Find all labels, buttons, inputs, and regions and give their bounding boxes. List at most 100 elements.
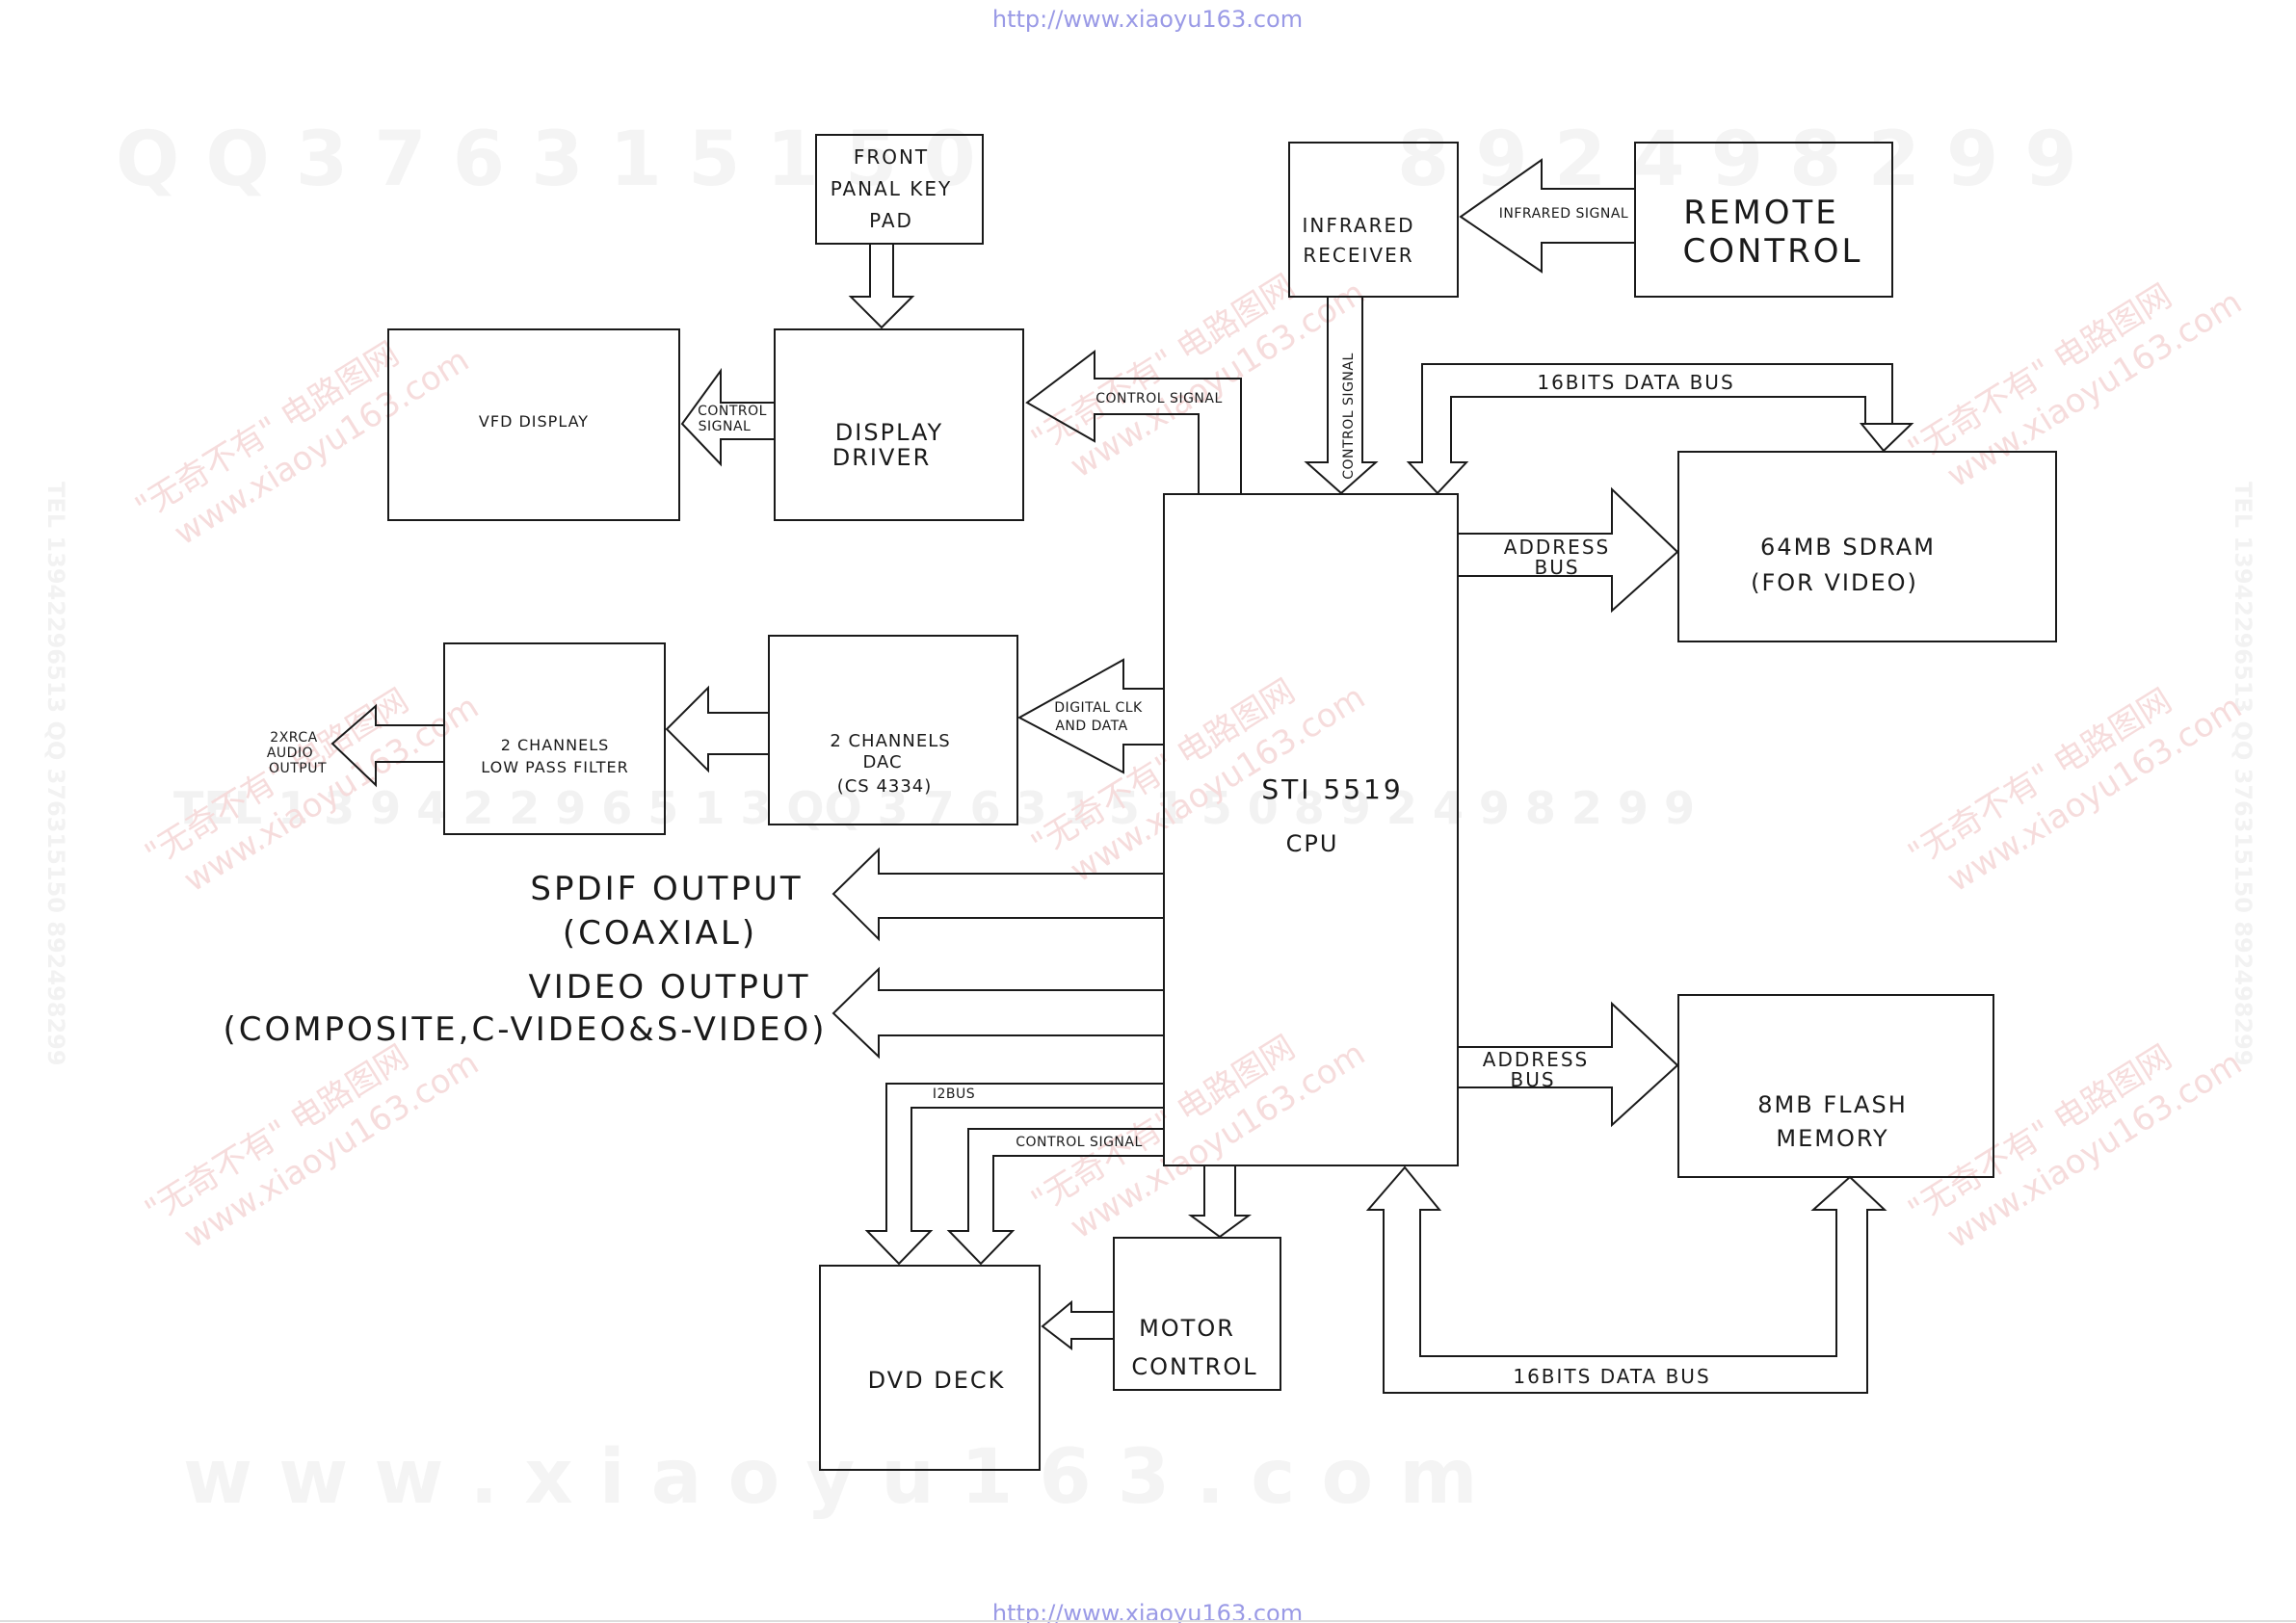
svg-text:PANAL KEY: PANAL KEY	[831, 177, 953, 200]
address-bus-sdram-arrow: ADDRESS BUS	[1458, 486, 1679, 614]
cpu-box	[1163, 493, 1459, 1166]
dvd-deck-box	[819, 1265, 1041, 1471]
remote-control-block: REMOTE CONTROL	[1634, 142, 1893, 298]
data-bus-flash-arrow: 16BITS DATA BUS	[1365, 1165, 1887, 1394]
control-signal-deck-label: CONTROL SIGNAL	[1016, 1135, 1143, 1150]
data-bus-flash-label: 16BITS DATA BUS	[1513, 1365, 1710, 1388]
infrared-receiver-box	[1288, 142, 1459, 298]
sdram-box	[1677, 451, 2057, 642]
control-signal-deck-arrow: CONTROL SIGNAL	[946, 1128, 1164, 1266]
watermark-side-right: TEL 13942296513 QQ 376315150 892498299	[2230, 482, 2256, 1066]
header-link[interactable]: http://www.xiaoyu163.com	[992, 6, 1303, 33]
svg-text:DVD DECK: DVD DECK	[868, 1367, 1006, 1394]
digital-clk-label-2: AND DATA	[1055, 719, 1127, 734]
video-output-label-2: (COMPOSITE,C-VIDEO&S-VIDEO)	[223, 1010, 827, 1049]
watermark-bottom: w w w . x i a o y u 1 6 3 . c o m	[183, 1434, 1477, 1521]
keypad-block: FRONT PANAL KEY PAD	[815, 134, 984, 245]
svg-text:RECEIVER: RECEIVER	[1303, 244, 1413, 267]
svg-text:CONTROL: CONTROL	[1682, 232, 1862, 271]
svg-text:FRONT: FRONT	[854, 145, 929, 169]
svg-text:(CS 4334): (CS 4334)	[837, 776, 933, 797]
i2bus-arrow: I2BUS	[864, 1083, 1164, 1266]
motor-to-deck-arrow	[1041, 1299, 1114, 1351]
address-bus-flash-label-2: BUS	[1510, 1068, 1555, 1091]
watermark-stamp: "无奇不有" 电路图网 www.xiaoyu163.com	[1902, 681, 2249, 900]
dac-block: 2 CHANNELS DAC (CS 4334)	[768, 635, 1018, 825]
svg-text:LOW PASS FILTER: LOW PASS FILTER	[481, 758, 628, 776]
infrared-signal-arrow: INFRARED SIGNAL	[1459, 158, 1635, 274]
svg-text:2 CHANNELS: 2 CHANNELS	[830, 731, 950, 751]
cpu-block: STI 5519 CPU	[1163, 493, 1459, 1166]
footer-link[interactable]: http://www.xiaoyu163.com	[992, 1600, 1303, 1623]
display-driver-box	[774, 328, 1024, 521]
address-bus-sdram-label-2: BUS	[1534, 556, 1579, 579]
flash-block: 8MB FLASH MEMORY	[1677, 994, 1994, 1178]
audio-output-arrow: 2XRCA AUDIO OUTPUT	[267, 703, 444, 788]
motor-control-box	[1113, 1237, 1281, 1391]
svg-text:DISPLAY: DISPLAY	[835, 419, 943, 446]
i2bus-label: I2BUS	[933, 1086, 975, 1102]
digital-clk-arrow: DIGITAL CLK AND DATA	[1016, 658, 1164, 774]
low-pass-filter-block: 2 CHANNELS LOW PASS FILTER	[443, 642, 666, 835]
svg-text:CPU: CPU	[1286, 830, 1339, 857]
svg-text:64MB SDRAM: 64MB SDRAM	[1760, 534, 1936, 561]
dac-box	[768, 635, 1018, 825]
svg-text:VFD DISPLAY: VFD DISPLAY	[479, 412, 589, 431]
watermark-layer: Q Q 3 7 6 3 1 5 1 5 0 8 9 2 4 9 8 2 9 9 …	[42, 117, 2256, 1521]
video-output-label-1: VIDEO OUTPUT	[528, 968, 810, 1007]
control-signal-vertical-label: CONTROL SIGNAL	[1341, 353, 1357, 480]
address-bus-flash-arrow: ADDRESS BUS	[1458, 1001, 1679, 1128]
motor-control-block: MOTOR CONTROL	[1113, 1237, 1281, 1391]
digital-clk-label-1: DIGITAL CLK	[1054, 700, 1143, 716]
watermark-top-right: 8 9 2 4 9 8 2 9 9	[1397, 117, 2077, 203]
address-bus-flash-label-1: ADDRESS	[1483, 1048, 1589, 1071]
data-bus-sdram-label: 16BITS DATA BUS	[1537, 371, 1734, 394]
watermark-stamp: "无奇不有" 电路图网 www.xiaoyu163.com	[1025, 671, 1372, 890]
low-pass-filter-box	[443, 642, 666, 835]
svg-text:STI 5519: STI 5519	[1261, 773, 1403, 805]
data-bus-sdram-arrow: 16BITS DATA BUS	[1406, 363, 1914, 494]
control-signal-receiver-arrow: CONTROL SIGNAL	[1304, 297, 1379, 495]
sdram-block: 64MB SDRAM (FOR VIDEO)	[1677, 451, 2057, 642]
vfd-display-box	[387, 328, 680, 521]
watermark-stamp: "无奇不有" 电路图网 www.xiaoyu163.com	[139, 681, 486, 900]
watermark-stamp: "无奇不有" 电路图网 www.xiaoyu163.com	[1025, 1028, 1372, 1246]
svg-text:DRIVER: DRIVER	[832, 444, 932, 471]
spdif-output-label-2: (COAXIAL)	[563, 914, 757, 953]
svg-text:(FOR VIDEO): (FOR VIDEO)	[1751, 569, 1918, 596]
watermark-middle: TEL 1 3 9 4 2 2 9 6 5 1 3 QQ 3 7 6 3 1 5…	[173, 782, 1695, 834]
control-signal-driver-label: CONTROL SIGNAL	[1095, 391, 1223, 406]
watermark-stamp: "无奇不有" 电路图网 www.xiaoyu163.com	[1902, 276, 2249, 495]
watermark-side-left: TEL 13942296513 QQ 376315150 892498299	[42, 482, 69, 1066]
keypad-box	[815, 134, 984, 245]
audio-output-label-3: OUTPUT	[269, 761, 327, 776]
audio-output-label-1: 2XRCA	[270, 730, 317, 746]
svg-text:8MB FLASH: 8MB FLASH	[1757, 1091, 1908, 1118]
video-output-arrow: VIDEO OUTPUT (COMPOSITE,C-VIDEO&S-VIDEO)	[223, 966, 1164, 1060]
flash-box	[1677, 994, 1994, 1178]
dac-to-filter-arrow	[665, 685, 769, 773]
infrared-receiver-block: INFRARED RECEIVER	[1288, 142, 1459, 298]
watermark-stamp: "无奇不有" 电路图网 www.xiaoyu163.com	[129, 334, 476, 553]
svg-text:PAD: PAD	[869, 209, 913, 232]
control-signal-vfd-label-2: SIGNAL	[699, 419, 752, 434]
spdif-output-label-1: SPDIF OUTPUT	[530, 870, 803, 908]
keypad-to-driver-arrow	[848, 244, 915, 329]
dvd-deck-block: DVD DECK	[819, 1265, 1041, 1471]
svg-text:MEMORY: MEMORY	[1776, 1125, 1888, 1152]
spdif-output-arrow: SPDIF OUTPUT (COAXIAL)	[530, 847, 1164, 953]
address-bus-sdram-label-1: ADDRESS	[1504, 536, 1610, 559]
svg-text:DAC: DAC	[862, 752, 902, 772]
audio-output-label-2: AUDIO	[267, 746, 313, 761]
control-signal-driver-arrow: CONTROL SIGNAL	[1025, 349, 1242, 494]
control-signal-vfd-arrow: CONTROL SIGNAL	[680, 367, 775, 467]
svg-text:CONTROL: CONTROL	[1131, 1353, 1257, 1380]
svg-text:REMOTE: REMOTE	[1683, 194, 1838, 232]
svg-text:2 CHANNELS: 2 CHANNELS	[501, 736, 610, 754]
control-signal-vfd-label-1: CONTROL	[698, 404, 767, 419]
vfd-display-block: VFD DISPLAY	[387, 328, 680, 521]
watermark-stamp: "无奇不有" 电路图网 www.xiaoyu163.com	[1902, 1037, 2249, 1256]
svg-text:INFRARED: INFRARED	[1302, 214, 1414, 237]
cpu-to-motor-arrow	[1187, 1165, 1253, 1239]
